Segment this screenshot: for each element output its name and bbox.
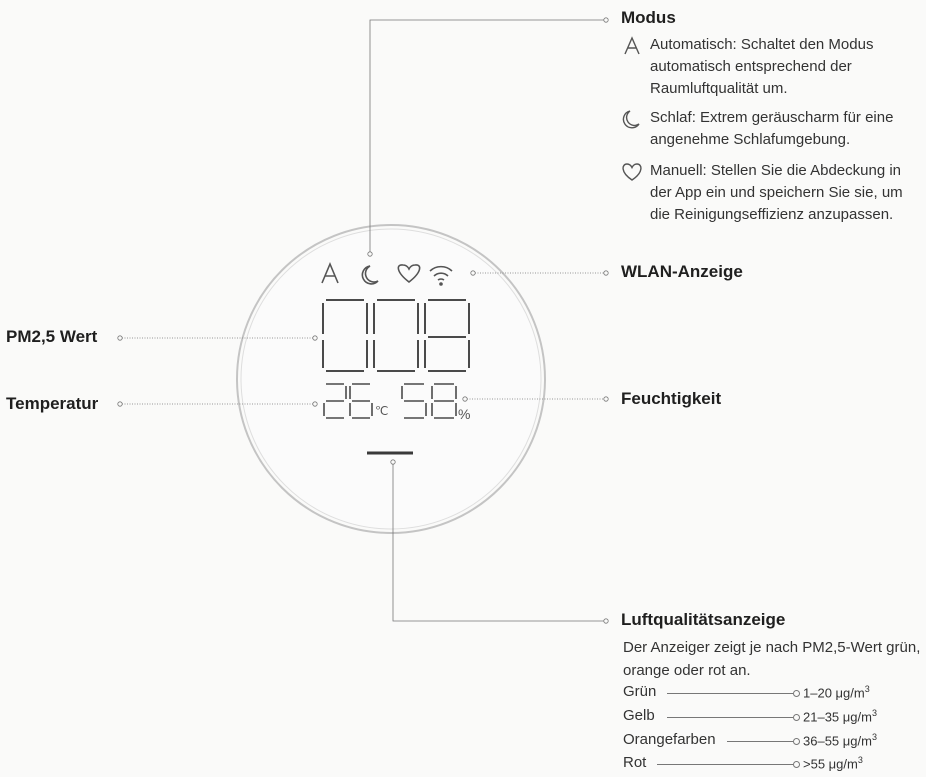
aq-level-range: 36–55 μg/m3 [803, 732, 877, 749]
mode-item-auto: Automatisch: Schaltet den Modus automati… [622, 34, 922, 100]
heart-icon [622, 163, 642, 181]
aq-level-name: Gelb [623, 707, 655, 724]
label-luftqualitaet: Luftqualitätsanzeige [621, 610, 786, 629]
wifi-icon [429, 265, 453, 286]
label-pm25: PM2,5 Wert [6, 327, 98, 346]
auto-a-icon [321, 261, 339, 284]
mode-sleep-text: Schlaf: Extrem geräuscharm für eine ange… [650, 109, 894, 148]
segment-digit-6 [349, 383, 373, 419]
device-outer-ring [236, 224, 546, 534]
aq-level-rot: Rot >55 μg/m3 [623, 754, 923, 774]
aq-level-range: >55 μg/m3 [803, 755, 863, 772]
temperature-unit: ℃ [375, 404, 389, 418]
mode-manual-text: Manuell: Stellen Sie die Abdeckung in de… [650, 162, 903, 223]
label-temperatur: Temperatur [6, 394, 99, 413]
aq-level-gruen: Grün 1–20 μg/m3 [623, 683, 923, 703]
mode-item-manual: Manuell: Stellen Sie die Abdeckung in de… [622, 160, 922, 226]
moon-icon [622, 110, 640, 129]
humidity-unit: % [458, 406, 471, 422]
aq-level-name: Grün [623, 683, 657, 700]
segment-digit-2 [323, 383, 347, 419]
segment-digit-8 [424, 299, 470, 372]
mode-item-sleep: Schlaf: Extrem geräuscharm für eine ange… [622, 107, 922, 151]
segment-digit-8-small [431, 383, 457, 419]
mode-auto-text: Automatisch: Schaltet den Modus automati… [650, 36, 874, 97]
segment-digit-5 [401, 383, 427, 419]
heart-icon [397, 264, 421, 284]
leader-luftqualitaet [392, 462, 604, 622]
aq-level-name: Rot [623, 754, 647, 771]
aq-level-range: 21–35 μg/m3 [803, 708, 877, 725]
segment-digit-0 [322, 299, 368, 372]
label-wlan: WLAN-Anzeige [621, 262, 743, 281]
aq-level-name: Orangefarben [623, 731, 716, 748]
segment-digit-0b [373, 299, 419, 372]
humidity-segment-digits [401, 383, 457, 419]
auto-a-icon [624, 36, 640, 55]
aq-level-range: 1–20 μg/m3 [803, 684, 870, 701]
leader-endpoints [117, 17, 609, 624]
moon-icon [361, 265, 379, 285]
label-modus: Modus [621, 8, 676, 27]
temperature-segment-digits [323, 383, 373, 419]
device-inner-ring [240, 228, 542, 530]
aq-level-gelb: Gelb 21–35 μg/m3 [623, 707, 923, 727]
air-quality-description: Der Anzeiger zeigt je nach PM2,5-Wert gr… [623, 639, 921, 679]
leader-modus [369, 19, 604, 254]
aq-level-orange: Orangefarben 36–55 μg/m3 [623, 731, 923, 751]
device-mode-icons [321, 261, 453, 286]
label-feuchtigkeit: Feuchtigkeit [621, 389, 722, 408]
leader-lines [122, 19, 604, 622]
pm25-segment-digits [322, 299, 470, 372]
